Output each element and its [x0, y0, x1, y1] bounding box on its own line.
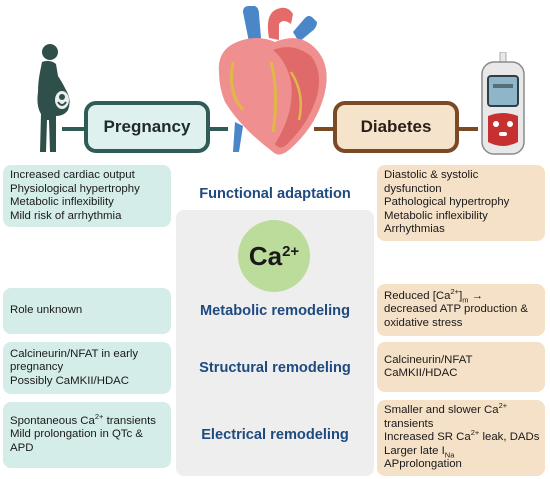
text-line: transients	[384, 417, 434, 430]
text-line: Physiological hypertrophy	[10, 182, 140, 195]
diabetes-structural-box: Calcineurin/NFAT CaMKII/HDAC	[377, 342, 545, 392]
pregnancy-functional-box: Increased cardiac output Physiological h…	[3, 165, 171, 227]
text-line: APprolongation	[384, 458, 462, 471]
text-line: Spontaneous Ca2+ transients	[10, 411, 156, 427]
text-line: Smaller and slower Ca2+	[384, 401, 508, 417]
text-line: Larger late INa	[384, 444, 455, 460]
text-line: Role unknown	[10, 304, 83, 317]
pregnancy-metabolic-box: Role unknown	[3, 288, 171, 334]
structural-remodeling-title: Structural remodeling	[199, 360, 351, 376]
text-line: pregnancy	[10, 361, 64, 374]
diabetes-functional-box: Diastolic & systolic dysfunction Patholo…	[377, 165, 545, 241]
text-line: Increased cardiac output	[10, 169, 135, 181]
text-line: dysfunction	[384, 182, 442, 195]
functional-adaptation-title: Functional adaptation	[199, 186, 351, 202]
pregnancy-heart-connector	[206, 127, 228, 131]
text-line: Arrhythmias	[384, 223, 445, 236]
glucose-meter-icon	[481, 52, 525, 155]
calcium-symbol: Ca	[248, 240, 283, 271]
text-line: Increased SR Ca2+ leak, DADs	[384, 428, 540, 444]
electrical-remodeling-title: Electrical remodeling	[201, 427, 349, 443]
text-line: Possibly CaMKII/HDAC	[10, 374, 129, 387]
text-line: Pathological hypertrophy	[384, 196, 510, 209]
diabetes-connector	[456, 127, 478, 131]
text-line: decreased ATP production &	[384, 303, 528, 316]
pregnancy-electrical-box: Spontaneous Ca2+ transients Mild prolong…	[3, 402, 171, 468]
metabolic-remodeling-title: Metabolic remodeling	[199, 303, 350, 319]
text-line: APD	[10, 441, 34, 454]
pregnancy-structural-box: Calcineurin/NFAT in early pregnancy Poss…	[3, 342, 171, 394]
text-line: oxidative stress	[384, 316, 463, 329]
pregnant-woman-icon	[37, 44, 70, 152]
text-line: Mild prolongation in QTc &	[10, 428, 143, 441]
text-line: Calcineurin/NFAT in early	[10, 347, 139, 360]
diabetes-electrical-box: Smaller and slower Ca2+ transients Incre…	[377, 400, 545, 476]
pregnancy-label: Pregnancy	[84, 101, 210, 153]
text-line: Calcineurin/NFAT	[384, 353, 473, 366]
text-line: CaMKII/HDAC	[384, 367, 458, 379]
text-line: Reduced [Ca2+]m →	[384, 286, 484, 305]
pregnancy-connector	[62, 127, 86, 131]
text-line: Diastolic & systolic	[384, 169, 479, 182]
diabetes-metabolic-box: Reduced [Ca2+]m → decreased ATP producti…	[377, 284, 545, 336]
diabetes-label: Diabetes	[333, 101, 459, 153]
text-line: Metabolic inflexibility	[10, 196, 114, 208]
text-line: Mild risk of arrhythmia	[10, 209, 122, 222]
diabetes-heart-connector	[314, 127, 336, 131]
text-line: Metabolic inflexibility	[384, 209, 488, 222]
heart-illustration	[218, 6, 327, 155]
